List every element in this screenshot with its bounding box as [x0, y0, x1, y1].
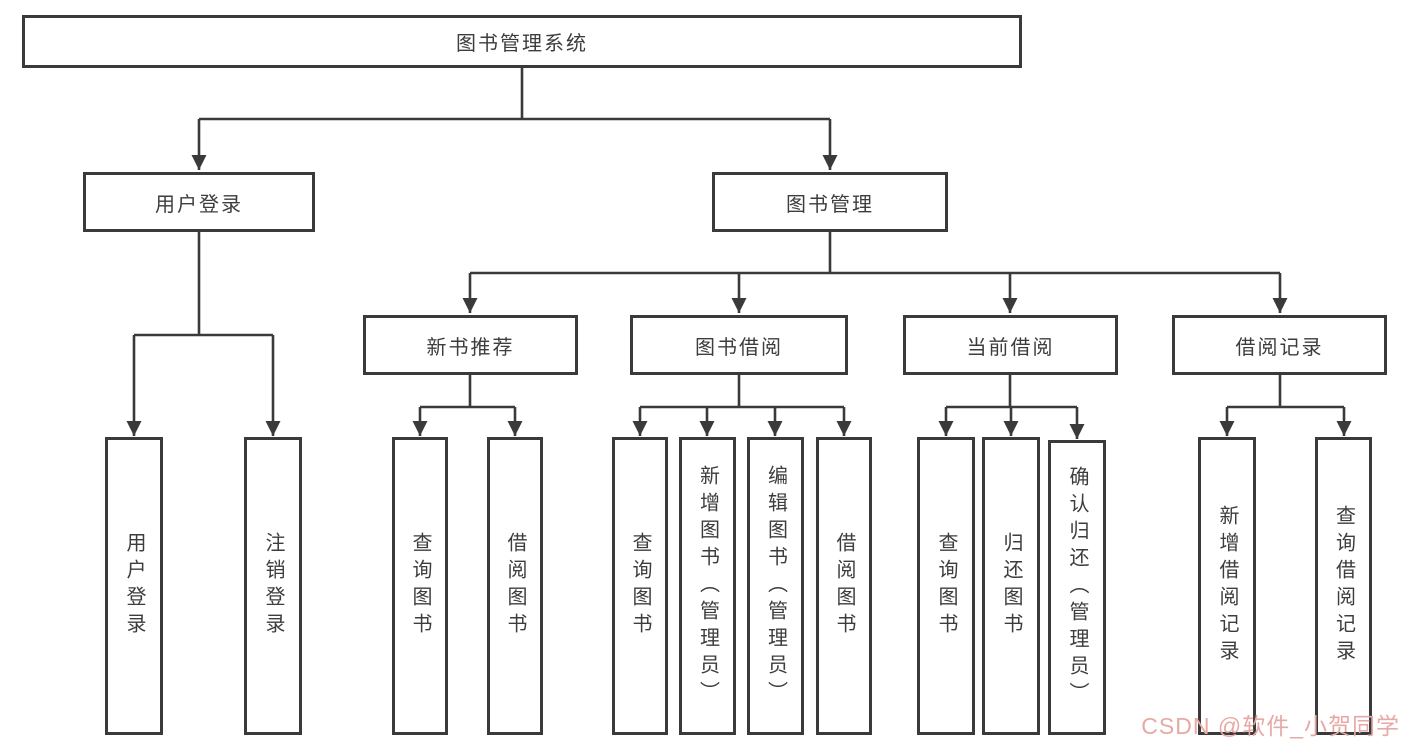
node-label: 查询图书: [935, 532, 957, 640]
node-library-management-system: 图书管理系统: [22, 15, 1022, 68]
node-br-query-record: 查询借阅记录: [1315, 437, 1372, 735]
node-label: 借阅图书: [504, 532, 526, 640]
node-label: 查询借阅记录: [1332, 505, 1355, 667]
node-user-login-leaf: 用户登录: [105, 437, 163, 735]
node-label: 用户登录: [123, 532, 145, 640]
node-borrowing-records: 借阅记录: [1172, 315, 1387, 375]
node-cb-return-books: 归还图书: [982, 437, 1040, 735]
node-label: 新书推荐: [426, 336, 515, 359]
node-label: 确认归还（管理员）: [1066, 466, 1088, 709]
node-cb-query-books: 查询图书: [917, 437, 975, 735]
node-label: 新增借阅记录: [1216, 505, 1238, 667]
node-label: 归还图书: [1000, 532, 1022, 640]
node-bb-borrow-books: 借阅图书: [816, 437, 872, 735]
connector-rails: [134, 68, 1344, 409]
node-book-borrowing: 图书借阅: [630, 315, 848, 375]
node-label: 当前借阅: [966, 336, 1055, 359]
node-book-management: 图书管理: [712, 172, 948, 232]
node-label: 编辑图书（管理员）: [764, 464, 787, 708]
node-bb-edit-books-admin: 编辑图书（管理员）: [747, 437, 804, 735]
node-label: 图书管理: [786, 193, 874, 216]
node-label: 图书管理系统: [456, 33, 588, 55]
node-nbr-borrow-books: 借阅图书: [487, 437, 543, 735]
node-label: 注销登录: [262, 532, 284, 640]
node-bb-add-books-admin: 新增图书（管理员）: [679, 437, 736, 735]
node-label: 查询图书: [409, 532, 431, 640]
node-label: 查询图书: [629, 532, 651, 640]
node-logout-leaf: 注销登录: [244, 437, 302, 735]
node-bb-query-books: 查询图书: [612, 437, 668, 735]
node-label: 新增图书（管理员）: [696, 464, 719, 708]
node-label: 图书借阅: [695, 336, 783, 359]
node-label: 借阅图书: [833, 532, 855, 640]
node-new-book-recommend: 新书推荐: [363, 315, 578, 375]
node-br-add-record: 新增借阅记录: [1198, 437, 1256, 735]
node-nbr-query-books: 查询图书: [392, 437, 448, 735]
node-current-borrowing: 当前借阅: [903, 315, 1118, 375]
node-cb-confirm-return-admin: 确认归还（管理员）: [1048, 440, 1106, 735]
node-label: 用户登录: [155, 193, 243, 216]
node-user-login-branch: 用户登录: [83, 172, 315, 232]
node-label: 借阅记录: [1235, 336, 1324, 359]
